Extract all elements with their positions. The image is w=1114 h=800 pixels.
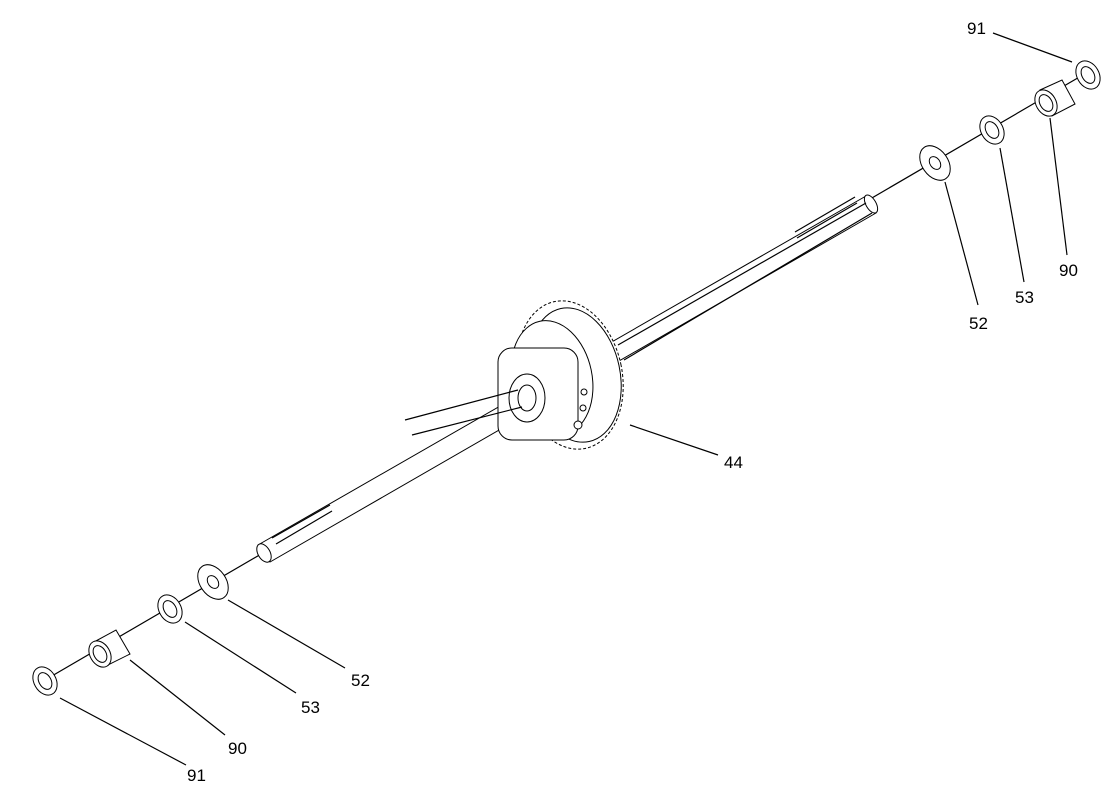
callout-53-left: 53: [301, 698, 320, 717]
left-bearing-91: [32, 666, 58, 696]
callout-53-right: 53: [1015, 288, 1034, 307]
right-bearing-91: [1075, 60, 1101, 90]
callout-90-left: 90: [228, 739, 247, 758]
callout-90-right: 90: [1059, 261, 1078, 280]
right-washer-52: [919, 145, 951, 181]
right-spacer-53: [979, 115, 1005, 145]
left-washer-52: [197, 564, 229, 600]
callout-91-left: 91: [187, 766, 206, 785]
gear-assembly: [404, 202, 873, 450]
callout-52-right: 52: [969, 314, 988, 333]
leader-lines: [59, 32, 1073, 766]
left-bushing-90: [88, 629, 131, 668]
callout-91-right: 91: [967, 19, 986, 38]
right-bushing-90: [1034, 79, 1076, 117]
callout-44: 44: [724, 453, 743, 472]
left-spacer-53: [157, 594, 183, 624]
callout-52-left: 52: [351, 671, 370, 690]
